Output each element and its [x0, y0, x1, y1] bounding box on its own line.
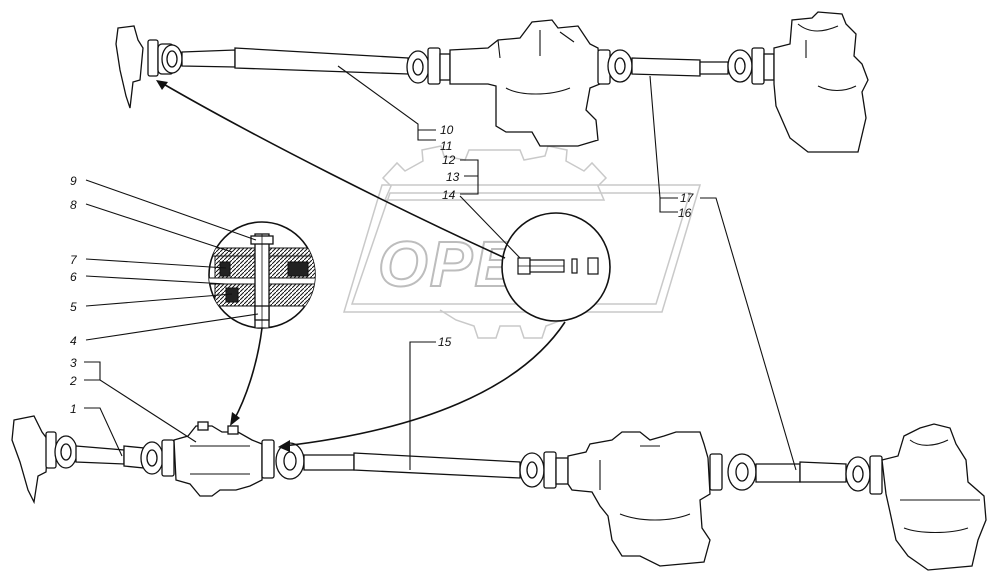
- watermark-frame: [342, 184, 702, 313]
- detail-washer-mid: [571, 258, 578, 274]
- callout-13: 13: [446, 170, 460, 184]
- watermark-frame-inner: [350, 192, 692, 305]
- callout-14: 14: [442, 188, 456, 202]
- callout-17: 17: [680, 191, 695, 205]
- watermark-gear: [381, 145, 608, 201]
- bottom-driveline: [11, 415, 987, 571]
- bottom-support-flange: [161, 439, 175, 477]
- leader-lines: [84, 65, 797, 471]
- bottom-rear-shaft-spline: [755, 463, 801, 483]
- bottom-rear-axle-housing: [881, 423, 987, 571]
- top-left-flange: [147, 39, 159, 77]
- top-mid-flange: [427, 47, 441, 85]
- callout-16: 16: [678, 206, 692, 220]
- detail-view-bolt-joint: [208, 221, 316, 329]
- top-shaft-1-tube: [234, 47, 409, 75]
- top-shaft-2-spline: [699, 61, 729, 75]
- callout-12: 12: [442, 153, 456, 167]
- callout-11: 11: [440, 139, 452, 153]
- bottom-support-rear-flange: [261, 439, 275, 479]
- callout-1: 1: [70, 402, 77, 416]
- watermark-gear-lower: [439, 309, 575, 339]
- bottom-short-shaft: [75, 445, 125, 465]
- callout-9: 9: [70, 174, 77, 188]
- bottom-left-frame-bracket: [11, 415, 49, 505]
- bottom-rear-flange: [869, 455, 883, 495]
- bottom-rear-shaft-tube: [799, 461, 847, 483]
- callout-8: 8: [70, 198, 77, 212]
- callout-2: 2: [69, 374, 77, 388]
- callout-6: 6: [70, 270, 77, 284]
- detail-nut-mid: [587, 257, 599, 275]
- callout-5: 5: [70, 300, 77, 314]
- top-driveline: [115, 11, 869, 153]
- top-left-frame-bracket: [115, 25, 144, 109]
- top-shaft-1-spline: [181, 49, 236, 68]
- callout-4: 4: [70, 334, 77, 348]
- top-shaft-2-tube: [631, 57, 701, 77]
- pointer-mid-to-bottom: [283, 321, 566, 447]
- callout-3: 3: [70, 356, 77, 370]
- pointer-mid-to-top-left: [159, 81, 506, 259]
- callout-numbers: 9 8 7 6 5 4 3 2 1 10 11 12 13 14 15 16 1…: [69, 123, 695, 416]
- detail-pointers: [156, 80, 566, 452]
- pointer-left-to-support: [233, 327, 263, 421]
- callout-7: 7: [70, 253, 78, 267]
- callout-15: 15: [438, 335, 452, 349]
- top-middle-axle-housing: [449, 19, 601, 147]
- detail-view-bushing: [501, 212, 611, 322]
- bottom-mid-flange: [543, 451, 557, 489]
- bottom-middle-axle-housing: [567, 431, 711, 567]
- bottom-main-shaft-tube: [353, 452, 521, 479]
- top-rear-axle-housing: [773, 11, 869, 153]
- callout-10: 10: [440, 123, 454, 137]
- bottom-mid-rear-flange: [709, 453, 723, 491]
- top-rear-flange: [751, 47, 765, 85]
- bottom-main-shaft-spline: [303, 454, 355, 471]
